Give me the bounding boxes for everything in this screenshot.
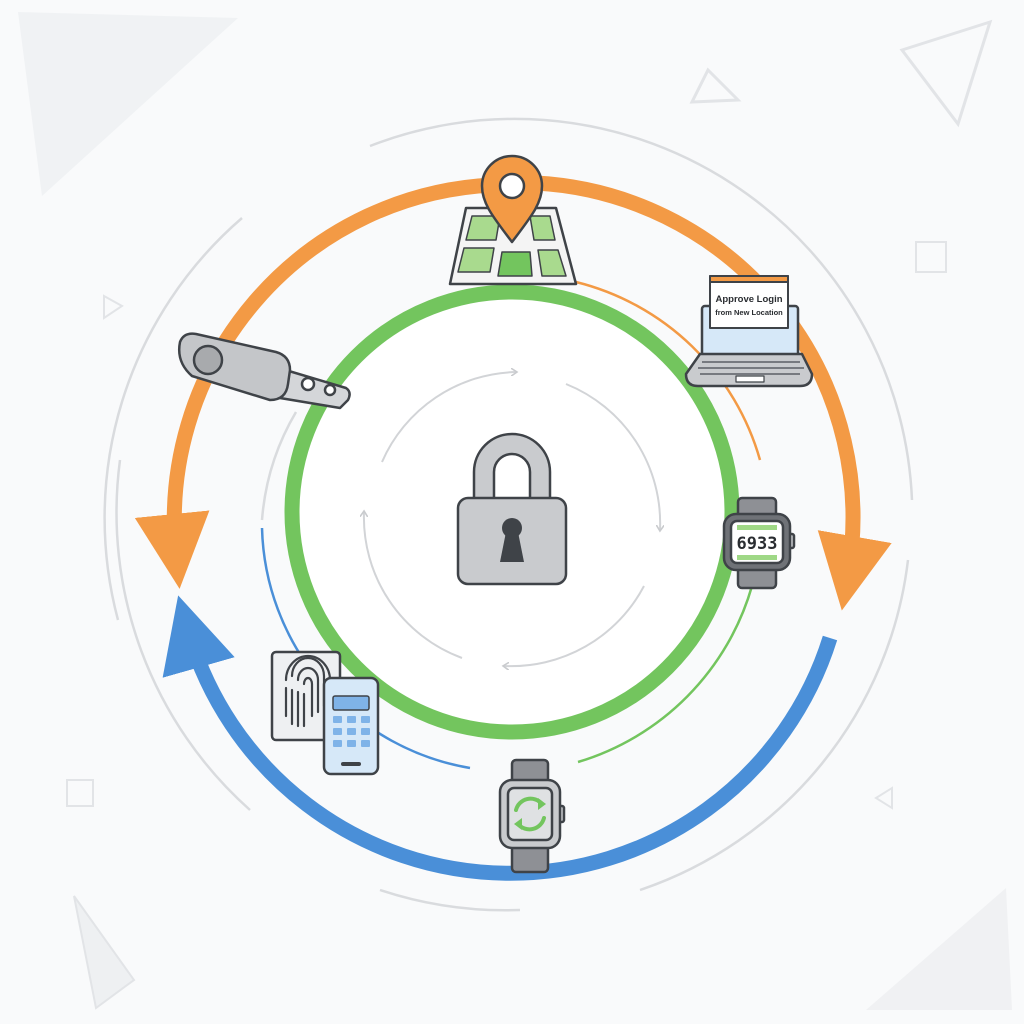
bg-square-right: [915, 241, 947, 273]
bg-triangle-bottom-right: [866, 888, 1012, 1010]
padlock-icon: [456, 432, 568, 586]
laptop-icon: Approve Login from New Location: [684, 275, 814, 388]
notification-line-2: from New Location: [715, 308, 783, 317]
orange-arrow-arc-left: [134, 177, 493, 589]
notification-line-1: Approve Login: [715, 294, 782, 305]
phone-keypad-icon: [322, 676, 380, 776]
login-notification: Approve Login from New Location: [709, 275, 789, 329]
bg-triangle-left-small: [103, 294, 124, 320]
usb-security-key-icon: [178, 332, 351, 410]
watch-code: 6933: [737, 534, 778, 554]
background-decorations: [18, 12, 1012, 1010]
bg-triangle-right-small: [874, 786, 893, 810]
inner-arrow-bottom: [504, 585, 645, 666]
smartwatch-code-icon: 6933: [722, 496, 796, 590]
inner-arrow-top: [381, 372, 516, 463]
bg-triangle-top-left: [18, 12, 238, 196]
thin-ring-outer-top: [369, 117, 914, 501]
thin-ring-outer-bottom: [379, 888, 521, 912]
thin-ring-outer-left: [115, 459, 251, 811]
blue-arrow-arc: [162, 595, 838, 881]
smartwatch-sync-icon: [498, 758, 566, 874]
bg-triangle-small-top: [689, 67, 742, 104]
inner-cycle-arrows: [364, 372, 660, 666]
inner-arrow-left: [364, 512, 463, 659]
map-pin-icon: [448, 154, 578, 286]
thin-ring-inner-left: [260, 411, 298, 521]
thin-green-ring: [577, 585, 754, 764]
thin-orange-ring: [575, 280, 762, 461]
thin-ring-left-mid: [103, 217, 243, 621]
thin-rings: [103, 117, 914, 912]
inner-arrow-right: [565, 383, 660, 530]
bg-triangle-bottom-left: [73, 895, 136, 1010]
thin-ring-outer-right: [639, 559, 910, 892]
bg-square-left: [66, 779, 94, 807]
bg-triangle-top-right: [899, 19, 993, 128]
